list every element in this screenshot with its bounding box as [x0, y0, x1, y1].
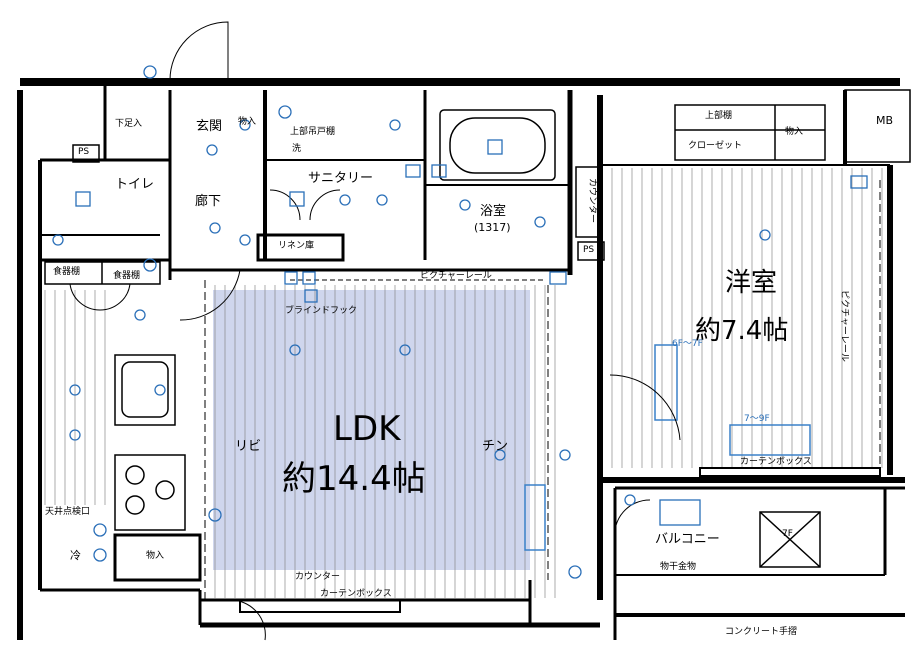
floor-hatch: [44, 168, 883, 598]
shoe-box-label: 下足入: [115, 119, 143, 129]
upper-cabinet-label: 上部吊戸棚: [290, 127, 336, 137]
picture-rail-west-label: ピクチャーレール: [839, 290, 849, 362]
handrail-label: 物干金物: [660, 562, 697, 572]
bath-size: (1317): [474, 221, 511, 234]
ps-top-label: PS: [78, 147, 90, 157]
cupboard-right-label: 食器棚: [113, 271, 141, 281]
western-room-name: 洋室: [725, 268, 778, 298]
toilet-label: トイレ: [115, 177, 155, 192]
hallway-label: 廊下: [195, 194, 222, 209]
mb-label: MB: [876, 114, 894, 127]
curtain-box-ldk-label: カーテンボックス: [320, 589, 392, 599]
ps-bath-label: PS: [583, 245, 595, 255]
ldk-highlight: [213, 290, 530, 570]
fridge-label: 冷: [70, 549, 81, 562]
blind-hook-label: ブラインドフック: [285, 306, 358, 316]
picture-rail-ldk-label: ピクチャーレール: [420, 271, 492, 281]
kitchen-label-partial: チン: [482, 439, 509, 454]
bath-name: 浴室: [480, 204, 507, 219]
washer-label: 洗: [292, 144, 302, 154]
ldk-name: LDK: [333, 409, 401, 449]
entrance-label: 玄関: [196, 119, 223, 134]
closet-label: クローゼット: [688, 141, 743, 151]
height-note-2: 7〜9F: [744, 414, 770, 424]
height-note-1: 6F〜7F: [672, 339, 703, 349]
western-storage-label: 物入: [785, 127, 804, 137]
electrical-symbols: [52, 65, 868, 579]
linen-closet-label: リネン庫: [278, 241, 315, 251]
outdoor-unit-label: 7F: [782, 529, 793, 539]
curtain-box-west-label: カーテンボックス: [740, 457, 812, 467]
balcony-label: バルコニー: [655, 532, 720, 547]
counter-bottom-label: カウンター: [295, 572, 341, 582]
ceiling-hatch-label: 天井点検口: [45, 507, 91, 517]
sanitary-label: サニタリー: [308, 171, 374, 186]
fixtures: [44, 21, 911, 641]
living-label-partial: リビ: [235, 439, 262, 454]
upper-shelf-label: 上部棚: [705, 111, 733, 121]
cupboard-left-label: 食器棚: [53, 267, 81, 277]
ldk-size: 約14.4帖: [282, 459, 426, 499]
ldk-storage-label: 物入: [146, 551, 165, 561]
western-room-size: 約7.4帖: [695, 316, 789, 346]
entrance-storage-label: 物入: [238, 117, 257, 127]
counter-vertical-label: カウンター: [587, 178, 597, 224]
concrete-rail-label: コンクリート手摺: [725, 627, 798, 637]
